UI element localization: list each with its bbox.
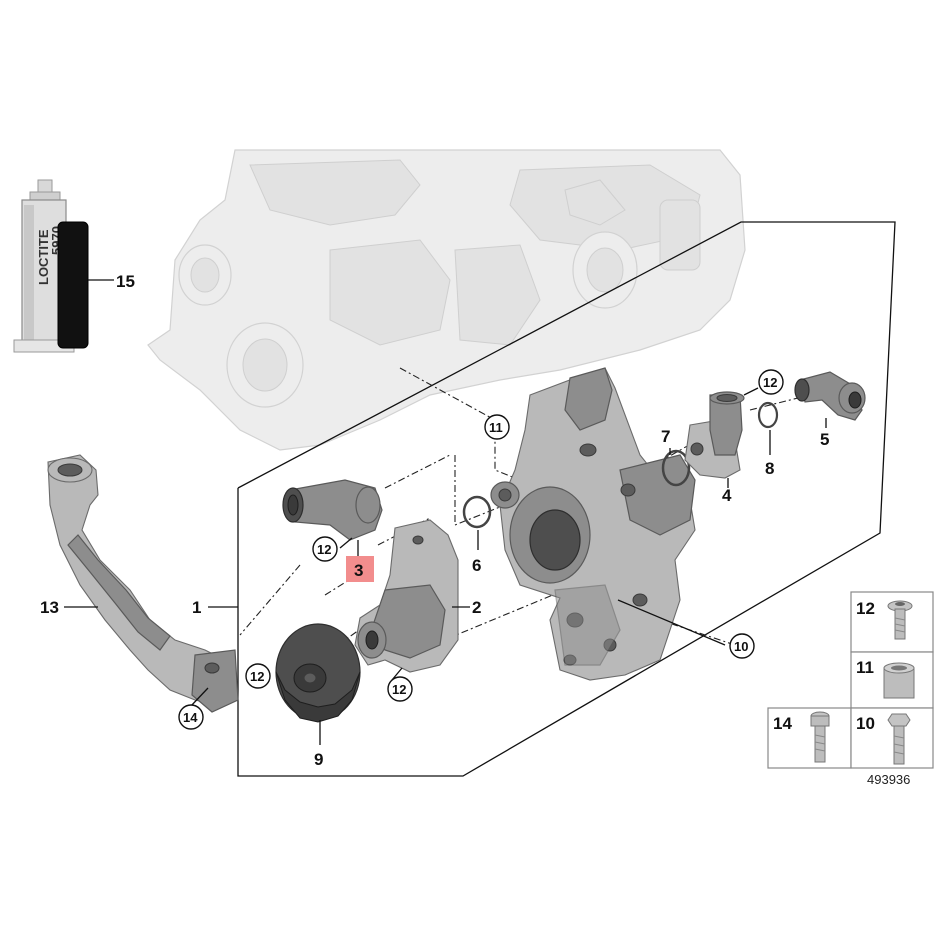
pulley [275, 623, 361, 745]
o-ring-8 [757, 401, 779, 455]
callout-7: 7 [661, 427, 670, 446]
legend-11: 11 [856, 658, 874, 677]
engine-block-ghost [147, 149, 746, 451]
callout-2: 2 [472, 598, 481, 617]
loctite-cartridge: LOCTITE 5970 [13, 179, 114, 353]
bolt-14-icon [810, 711, 830, 763]
callout-labels: 15 13 1 3 2 9 6 7 4 8 5 11 12 12 12 12 1… [40, 272, 829, 769]
callout-9: 9 [314, 750, 323, 769]
diagram-id: 493936 [867, 772, 910, 787]
legend-14: 14 [773, 714, 792, 733]
o-ring-6 [462, 495, 492, 550]
assembly-frame [208, 221, 896, 777]
fastener-legend: 12 11 14 10 [767, 591, 934, 769]
coolant-pipe [47, 454, 239, 713]
bolt-12-icon [887, 600, 913, 640]
callout-circles [178, 369, 784, 730]
callout-8: 8 [765, 459, 774, 478]
legend-10: 10 [856, 714, 875, 733]
bolt-10-icon [887, 713, 911, 765]
callout-1: 1 [192, 598, 201, 617]
elbow-fitting-4 [684, 387, 759, 488]
callout-13: 13 [40, 598, 59, 617]
sleeve-11-icon [883, 662, 915, 699]
callout-15: 15 [116, 272, 135, 291]
callout-5: 5 [820, 430, 829, 449]
callout-12-a: 12 [763, 375, 777, 390]
highlight-box-3 [346, 556, 374, 582]
legend-12: 12 [856, 599, 875, 618]
water-pump [354, 519, 470, 681]
callout-12-d: 12 [392, 682, 406, 697]
thermostat-housing [490, 367, 726, 681]
cartridge-brand: LOCTITE [36, 229, 51, 285]
hose-connector [282, 479, 383, 557]
callout-3: 3 [354, 561, 363, 580]
callout-12-b: 12 [317, 542, 331, 557]
callout-4: 4 [722, 486, 732, 505]
callout-12-c: 12 [250, 669, 264, 684]
callout-14: 14 [183, 710, 198, 725]
o-ring-7 [661, 448, 691, 487]
callout-10: 10 [734, 639, 748, 654]
elbow-5 [794, 371, 866, 428]
callout-11: 11 [489, 420, 503, 435]
callout-6: 6 [472, 556, 481, 575]
